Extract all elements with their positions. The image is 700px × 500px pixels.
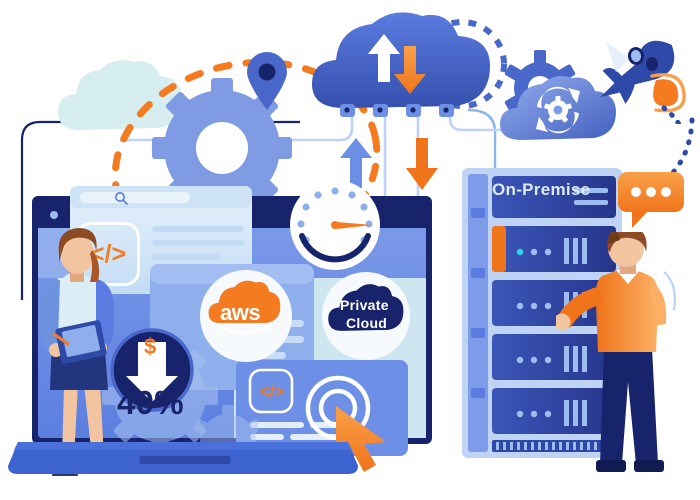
private-cloud-line1: Private xyxy=(340,297,389,313)
dollar-symbol: $ xyxy=(144,334,157,359)
map-pin-icon xyxy=(247,52,287,110)
aws-badge[interactable] xyxy=(198,268,294,364)
sync-gear-icon xyxy=(536,86,580,134)
sync-cloud xyxy=(500,76,616,140)
speedometer-icon xyxy=(290,180,380,270)
rocket-icon xyxy=(600,40,686,124)
top-left-cloud xyxy=(58,60,182,131)
chat-bubble-icon[interactable] xyxy=(616,170,688,232)
laptop-base xyxy=(8,442,358,474)
woman-with-clipboard xyxy=(40,228,114,476)
search-icon xyxy=(114,192,128,205)
on-premise-label: On-Premise xyxy=(492,180,591,199)
cost-reduction-icon xyxy=(110,328,194,412)
cursor-arrow-icon xyxy=(336,406,386,472)
arrow-down-icon xyxy=(394,46,426,94)
private-cloud-line2: Cloud xyxy=(346,315,388,331)
large-gear-icon xyxy=(152,78,292,218)
on-premise-server-rack xyxy=(462,168,622,458)
code-icon: </> xyxy=(259,381,285,401)
transfer-arrows xyxy=(340,138,438,190)
aws-smile-icon xyxy=(218,323,272,335)
rack-status-dots xyxy=(516,248,552,418)
main-upload-cloud xyxy=(312,12,490,117)
private-cloud-badge[interactable] xyxy=(320,270,412,362)
arrow-down-icon xyxy=(406,138,438,190)
code-icon-card: </> xyxy=(252,372,292,410)
savings-percent-label: 40% xyxy=(117,384,184,421)
ground-shadow xyxy=(0,470,700,500)
arrow-up-icon xyxy=(368,34,400,82)
man-at-server-rack xyxy=(556,232,677,472)
arrow-up-icon xyxy=(340,138,372,188)
aws-label: aws xyxy=(220,300,261,325)
click-target[interactable] xyxy=(296,366,406,476)
